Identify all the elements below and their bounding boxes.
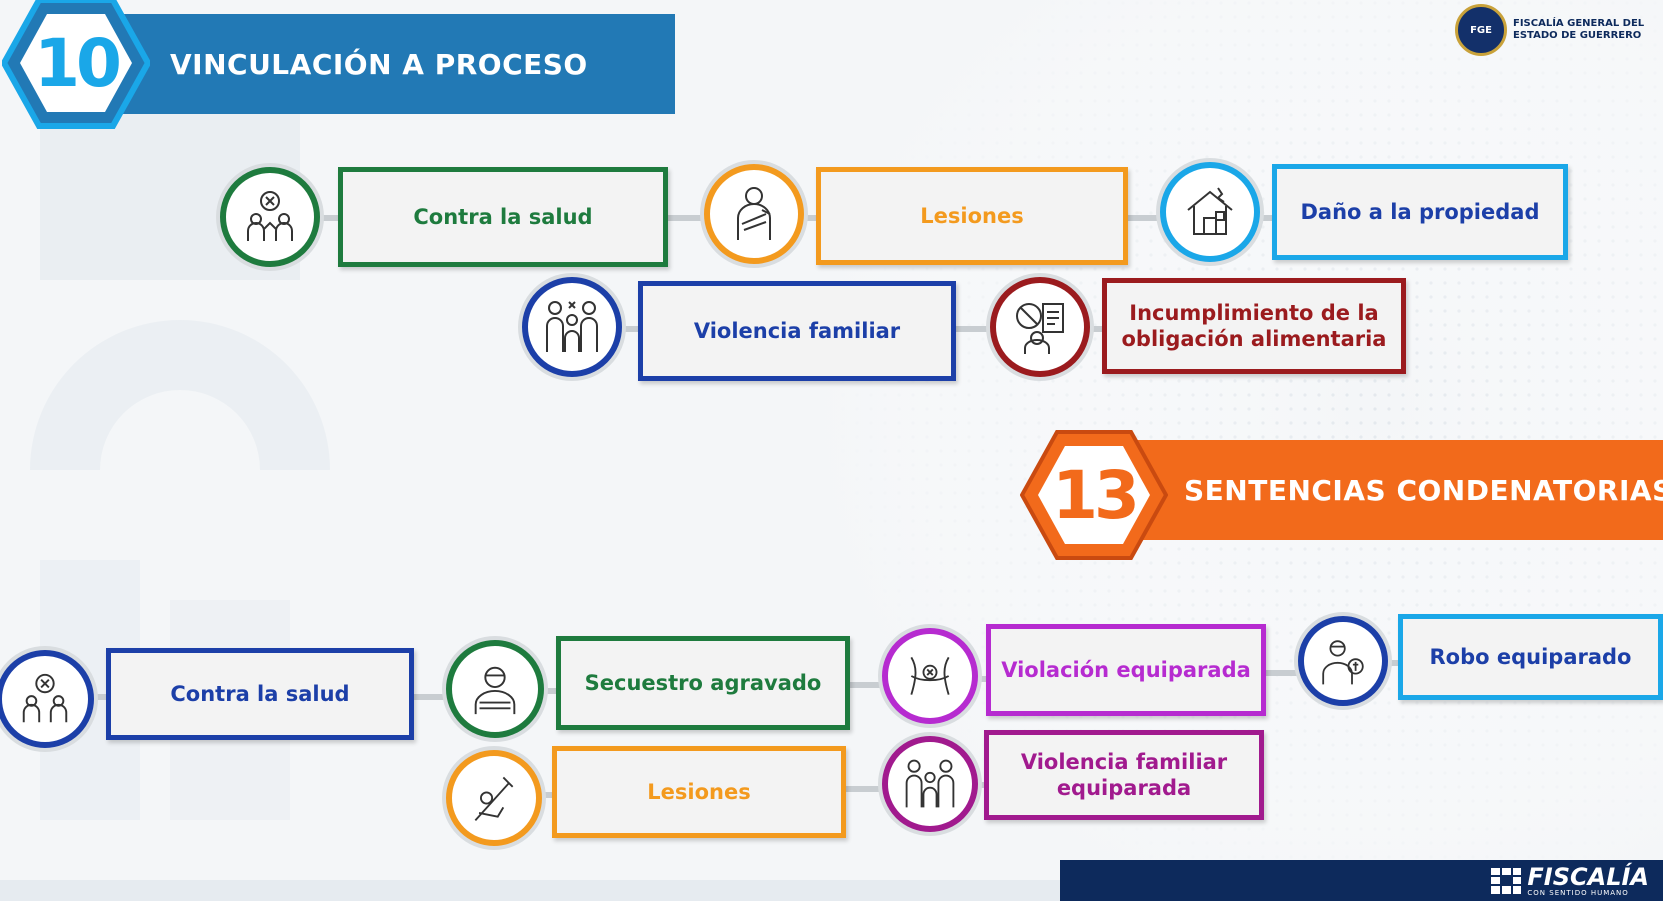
- footer-tagline: CON SENTIDO HUMANO: [1527, 888, 1629, 897]
- connector: [540, 792, 556, 798]
- assault-body-icon: [882, 628, 978, 724]
- item-box-violencia-familiar: Violencia familiar: [638, 281, 956, 381]
- family-icon: [522, 277, 622, 377]
- item-label: Secuestro agravado: [584, 671, 822, 695]
- section-13-number: 13: [1052, 456, 1140, 534]
- kidnapped-person-icon: [446, 640, 544, 738]
- item-label-line2: obligación alimentaria: [1121, 327, 1387, 351]
- seal-icon: FGE: [1455, 4, 1507, 56]
- item-box-violacion: Violación equiparada: [986, 624, 1266, 716]
- item-box-violencia-equiparada: Violencia familiar equiparada: [984, 730, 1264, 820]
- footer-brand: FISCALÍA: [1527, 862, 1649, 891]
- item-label: Daño a la propiedad: [1300, 200, 1540, 224]
- connector: [1380, 660, 1398, 666]
- connector: [668, 215, 708, 221]
- section-10-title: VINCULACIÓN A PROCESO: [170, 47, 588, 81]
- robbery-icon: [1298, 616, 1388, 706]
- item-box-lesiones: Lesiones: [816, 167, 1128, 265]
- connector: [610, 326, 640, 332]
- family-icon: [882, 736, 978, 832]
- connector: [1128, 215, 1164, 221]
- item-label: Contra la salud: [413, 205, 593, 229]
- item-label: Lesiones: [647, 780, 751, 804]
- no-food-document-icon: [990, 277, 1090, 377]
- section-13-hex-badge: 13: [1020, 428, 1168, 562]
- item-label: Violación equiparada: [1001, 658, 1251, 682]
- connector: [800, 215, 818, 221]
- item-box-incumplimiento: Incumplimiento de la obligación alimenta…: [1102, 278, 1406, 374]
- injured-person-icon: [446, 750, 542, 846]
- org-name-line2: ESTADO DE GUERRERO: [1513, 30, 1642, 41]
- item-label-line2: equiparada: [1056, 776, 1192, 800]
- item-box-lesiones-13: Lesiones: [552, 746, 846, 838]
- org-logo: FGE FISCALÍA GENERAL DEL ESTADO DE GUERR…: [1455, 2, 1663, 58]
- item-box-contra-la-salud: Contra la salud: [338, 167, 668, 267]
- item-box-dano-propiedad: Daño a la propiedad: [1272, 164, 1568, 260]
- connector: [90, 694, 108, 700]
- connector: [846, 786, 886, 792]
- section-13-title: SENTENCIAS CONDENATORIAS: [1184, 473, 1663, 507]
- section-10-hex-badge: 10: [2, 0, 150, 130]
- item-label: Incumplimiento de la: [1129, 301, 1379, 325]
- connector: [846, 682, 886, 688]
- connector: [1255, 215, 1273, 221]
- item-label: Lesiones: [920, 204, 1024, 228]
- connector: [412, 694, 450, 700]
- org-name-line1: FISCALÍA GENERAL DEL: [1513, 18, 1645, 29]
- item-box-contra-la-salud-13: Contra la salud: [106, 648, 414, 740]
- connector: [1262, 670, 1298, 676]
- item-label: Violencia familiar: [1020, 750, 1228, 774]
- footer-brand-bar: FISCALÍA CON SENTIDO HUMANO: [1060, 860, 1663, 901]
- connector: [955, 326, 995, 332]
- item-label: Violencia familiar: [693, 319, 901, 343]
- section-13-title-bar: SENTENCIAS CONDENATORIAS: [1110, 440, 1663, 540]
- item-box-robo: Robo equiparado: [1398, 614, 1663, 700]
- section-10-number: 10: [34, 24, 122, 102]
- damaged-house-icon: [1160, 162, 1260, 262]
- connector: [540, 688, 558, 694]
- connector: [970, 676, 988, 682]
- section-10-title-bar: VINCULACIÓN A PROCESO: [70, 14, 675, 114]
- brand-logo-icon: [1491, 867, 1522, 894]
- item-label: Contra la salud: [170, 682, 350, 706]
- injured-person-icon: [704, 164, 804, 264]
- item-box-secuestro: Secuestro agravado: [556, 636, 850, 730]
- connector: [970, 782, 988, 788]
- connector: [1085, 326, 1105, 332]
- item-label: Robo equiparado: [1429, 645, 1632, 669]
- health-community-icon: [220, 167, 320, 267]
- connector: [318, 215, 340, 221]
- health-community-icon: [0, 650, 94, 748]
